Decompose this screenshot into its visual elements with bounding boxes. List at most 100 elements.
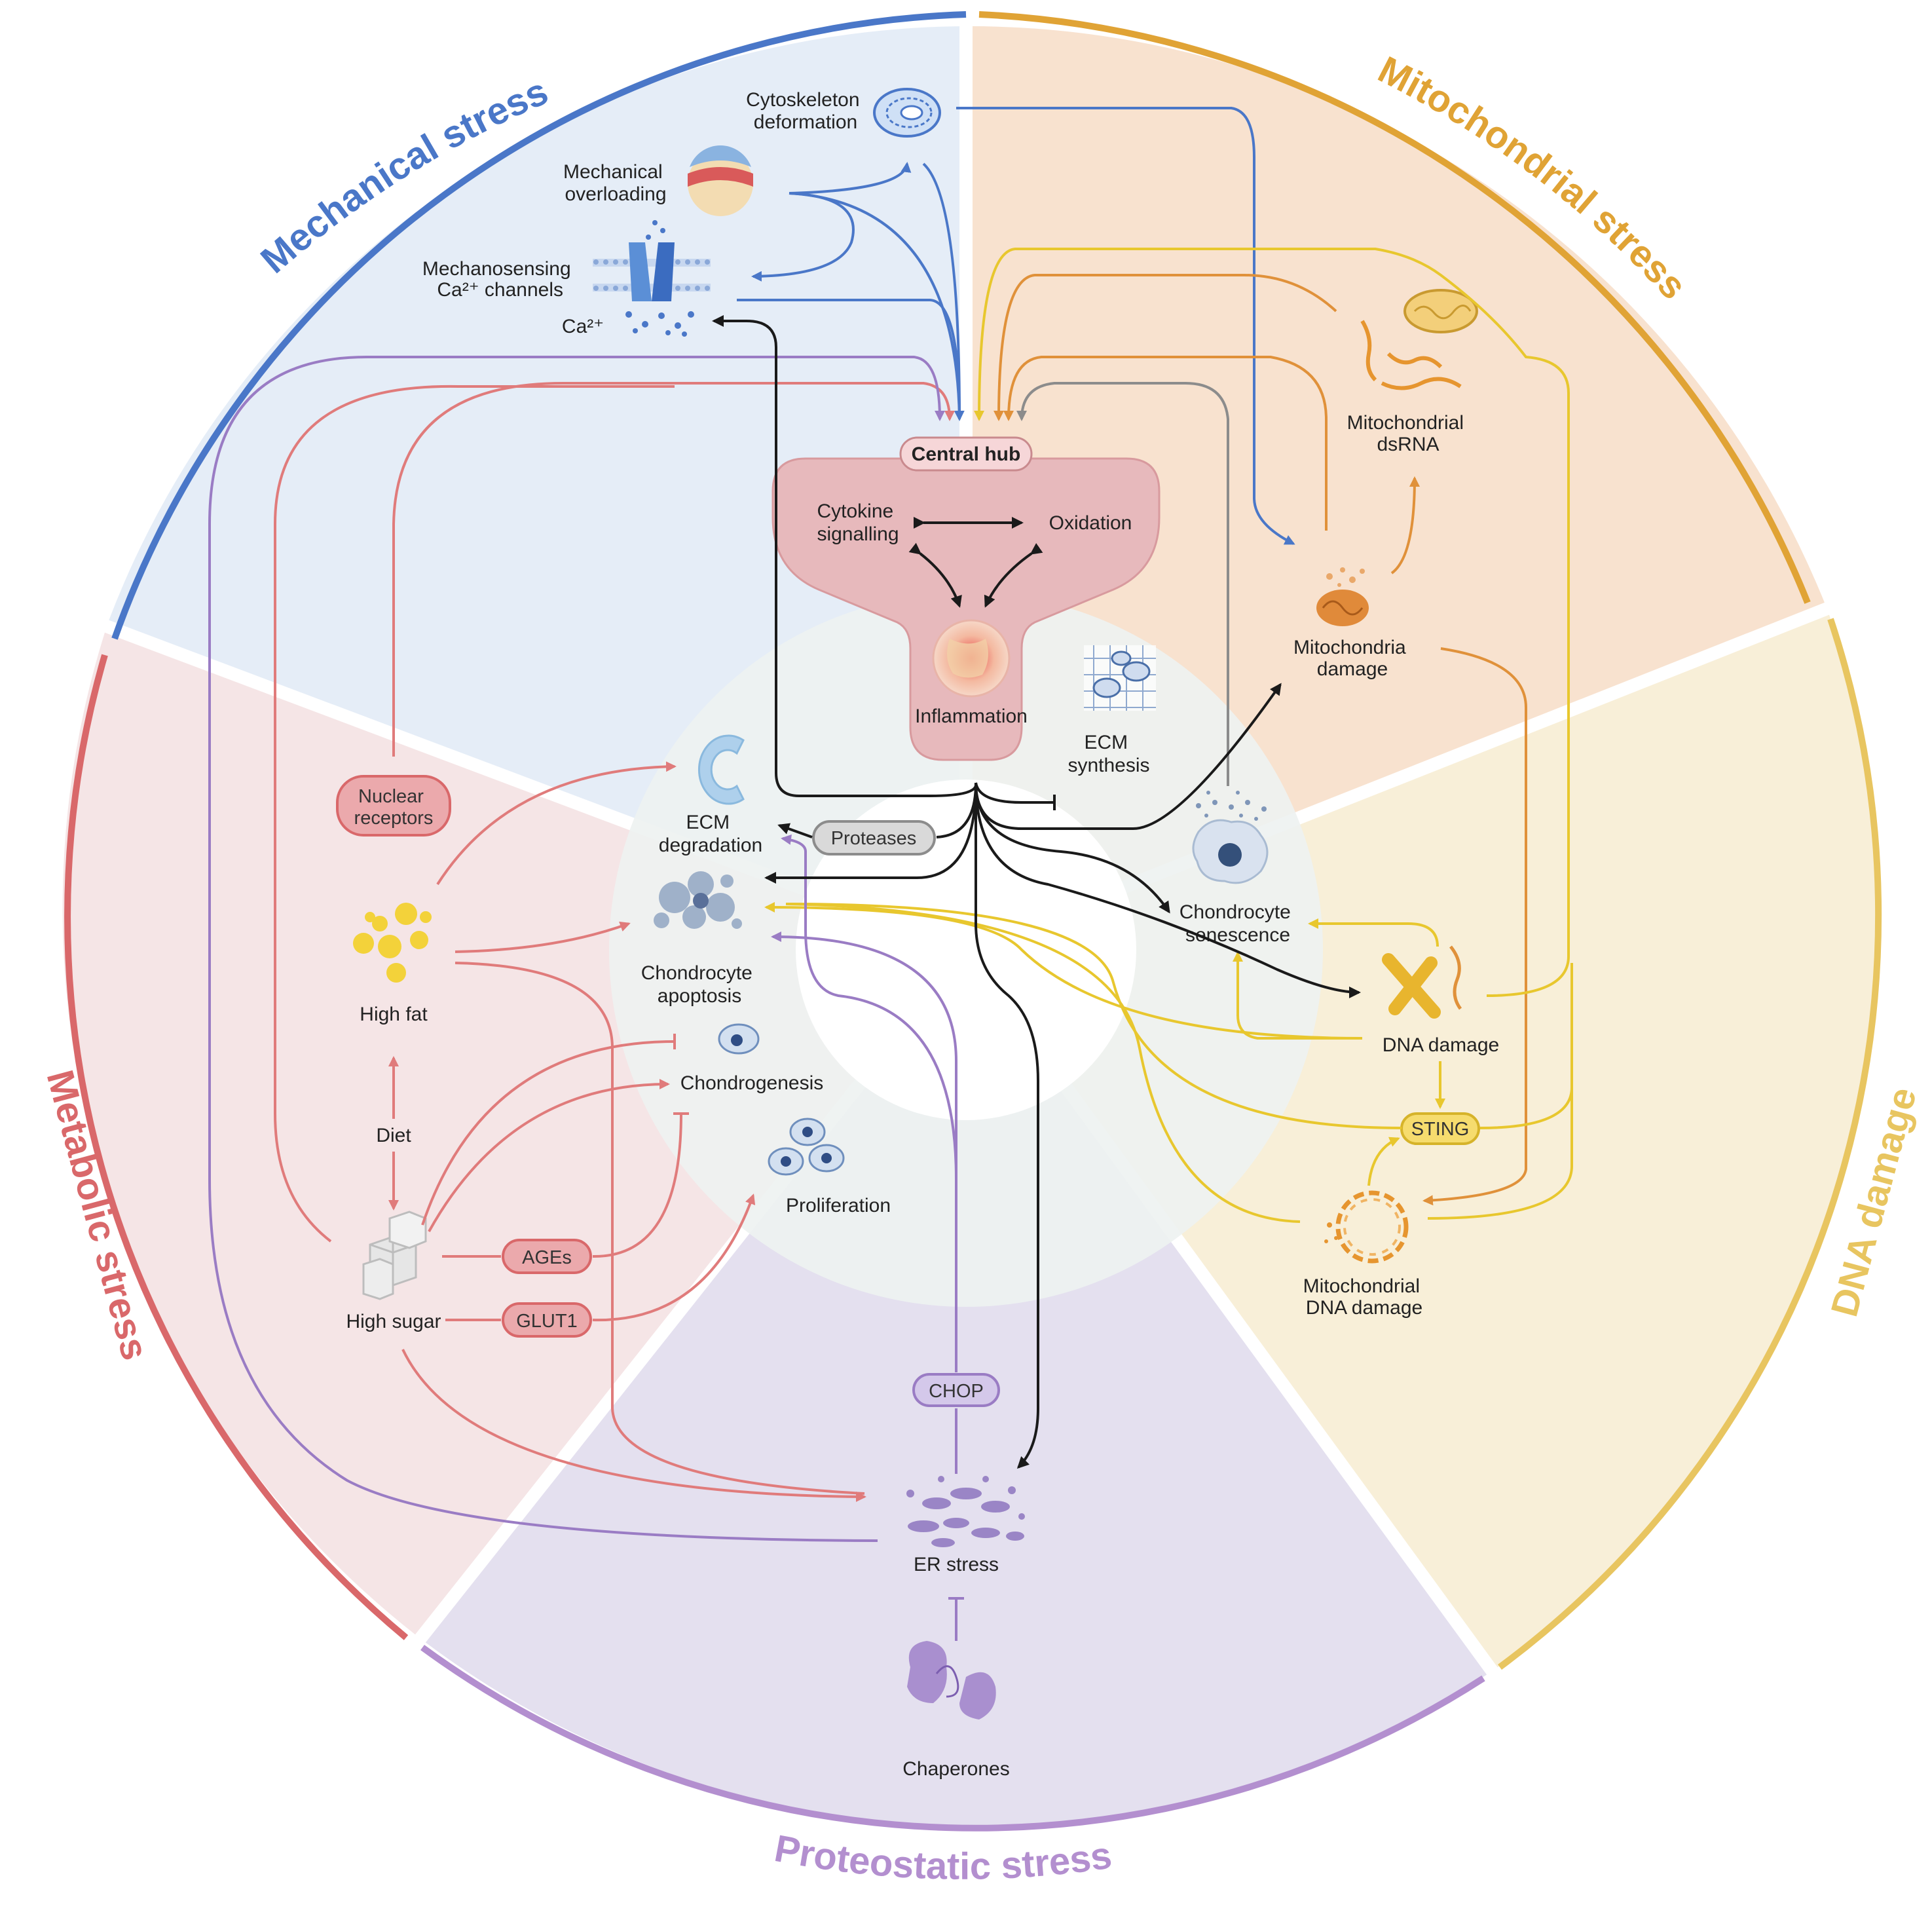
edge-dna-hub: [974, 248, 1570, 997]
label-high-fat: High fat: [360, 1004, 428, 1025]
edge-dsrna-hub: [994, 274, 1337, 421]
label-sting: STING: [1411, 1119, 1470, 1140]
edge-highsugar-chondrogenesis-inhib: [421, 1033, 677, 1226]
outer-arcs: [64, 11, 1882, 1832]
cytoskeleton-icon: [873, 88, 941, 138]
mechanical-overloading-icon: [688, 145, 753, 216]
hub-cytokine: Cytokine signalling: [817, 500, 899, 545]
edge-overloading-cytoskeleton: [789, 162, 912, 195]
label-mito-damage: Mitochondria damage: [1293, 637, 1411, 680]
edge-highfat-ecmdeg: [436, 761, 677, 886]
chondrocyte-apoptosis-icon: [654, 871, 742, 929]
mitochondrial-items: Mitochondrial dsRNA Mitochondria damage: [1293, 289, 1478, 680]
connectors: [208, 107, 1573, 1641]
edge-hub-erstress: [975, 783, 1039, 1469]
edge-cytoskeleton-mitodamage: [956, 107, 1295, 545]
edge-ecmdeg-purple-arrow: [781, 834, 807, 852]
high-fat-icon: [353, 903, 432, 983]
metabolic-items: Nuclear receptors High fat Diet High sug…: [336, 775, 592, 1338]
ages-pill: [502, 1239, 592, 1274]
label-chop: CHOP: [929, 1381, 984, 1402]
nuclear-receptors-pill: [336, 775, 451, 837]
edge-glut1-proliferation: [592, 1194, 756, 1322]
title-proteostatic-stress: Proteostatic stress: [771, 1827, 1115, 1888]
label-glut1: GLUT1: [516, 1311, 577, 1332]
ca-channel-icon: [593, 220, 711, 337]
proliferation-icon: [768, 1118, 845, 1176]
label-diet: Diet: [376, 1125, 411, 1146]
label-ecm-synthesis: ECM synthesis: [1068, 732, 1149, 776]
edge-senescence-hub: [1016, 382, 1229, 786]
inner-core: [796, 780, 1136, 1120]
edge-nuclear-hub: [392, 382, 955, 757]
high-sugar-icon: [362, 1211, 427, 1300]
center-items: ECM synthesis ECM degradation Proteases …: [641, 645, 1156, 1216]
edge-mtdna-sting: [1367, 1137, 1400, 1186]
edge-mitodamage-hub: [1003, 356, 1328, 531]
edge-proteases-ecmdeg: [777, 823, 813, 838]
label-mechanosensing: Mechanosensing Ca²⁺ channels: [422, 258, 576, 301]
edge-mtdna-hub: [1427, 983, 1573, 1220]
edge-mitodamage-dsrna: [1390, 476, 1420, 574]
edge-cytoskeleton-hub: [922, 162, 961, 420]
joint-bone-shape: [947, 639, 988, 678]
hub-title: Central hub: [912, 443, 1021, 465]
label-high-sugar: High sugar: [346, 1311, 441, 1332]
chromosome-icon: [1382, 945, 1462, 1019]
edge-hub-dnadamage: [975, 782, 1361, 998]
ecm-degradation-icon: [698, 734, 745, 805]
edge-sting-apoptosis: [785, 903, 1402, 1129]
label-proteases: Proteases: [831, 828, 917, 849]
edge-highfat-apoptosis: [455, 921, 631, 953]
edge-chop-ecmdeg: [804, 852, 957, 1180]
label-senescence: Chondrocyte senescence: [1180, 901, 1296, 946]
label-er-stress: ER stress: [914, 1554, 999, 1575]
label-overloading: Mechanical overloading: [563, 161, 668, 205]
dna-items: Chondrocyte senescence DNA damage STING …: [1180, 791, 1499, 1319]
edge-ages-chondrogenesis: [592, 1112, 690, 1258]
edge-dna-senescence: [1308, 918, 1439, 947]
arc-dna: [1498, 618, 1882, 1670]
arc-metabolic: [64, 654, 409, 1640]
edge-overloading-hub: [789, 192, 965, 421]
edge-channel-hub: [737, 299, 961, 420]
mitochondrial-dna-icon: [1324, 1190, 1409, 1264]
label-cytoskeleton: Cytoskeleton deformation: [746, 89, 865, 133]
edge-hub-ca: [712, 315, 978, 797]
er-stress-icon: [906, 1476, 1025, 1547]
mitochondria-dsrna-icon: [1360, 289, 1478, 390]
edge-highfat-erstress: [455, 962, 865, 1495]
label-ecm-degradation: ECM degradation: [659, 812, 762, 856]
label-mito-dsrna: Mitochondrial dsRNA: [1347, 412, 1470, 455]
arc-mechanical: [111, 11, 967, 640]
label-ca: Ca²⁺: [562, 316, 604, 337]
edge-highsugar-chondrogenesis: [428, 1079, 670, 1232]
arrow-cytokine-inflammation: [908, 542, 962, 608]
central-hub: Central hub Cytokine signalling Oxidatio…: [771, 436, 1161, 761]
mitochondria-damage-icon: [1316, 567, 1369, 626]
label-nuclear-receptors: Nuclear receptors: [354, 786, 434, 829]
edge-erstress-hub: [208, 356, 945, 1542]
hub-title-pill: [899, 436, 1033, 472]
chop-pill: [912, 1373, 1000, 1407]
hub-oxidation: Oxidation: [1049, 512, 1132, 534]
proteases-pill: [812, 820, 936, 856]
label-chaperones: Chaperones: [902, 1758, 1009, 1780]
arc-proteostatic: [420, 1644, 1485, 1832]
edge-hub-senescence: [975, 782, 1170, 914]
edge-mtdna-apoptosis: [785, 903, 1301, 1223]
chaperones-icon: [907, 1641, 996, 1720]
edge-dnadmg-apoptosis: [764, 902, 1363, 1040]
edge-mitodamage-mtdna: [1422, 647, 1527, 1206]
label-mtdna-damage: Mitochondrial DNA damage: [1303, 1275, 1426, 1319]
proteostatic-items: CHOP ER stress Chaperones: [902, 1373, 1025, 1780]
arrow-oxidation-inflammation: [984, 543, 1043, 608]
edge-highsugar-hub: [274, 385, 675, 1243]
edge-highsugar-erstress: [401, 1349, 866, 1502]
label-chondrogenesis: Chondrogenesis: [680, 1072, 823, 1094]
chondrocyte-senescence-icon: [1192, 791, 1269, 884]
mechanical-items: Cytoskeleton deformation Mechanical over…: [422, 88, 941, 337]
label-proliferation: Proliferation: [786, 1195, 891, 1216]
glut1-pill: [502, 1302, 592, 1338]
